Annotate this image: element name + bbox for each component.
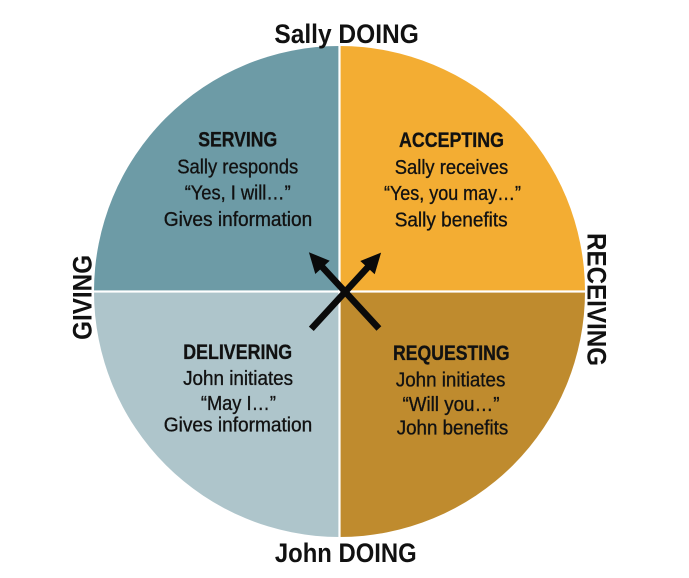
svg-text:Gives information: Gives information [164, 209, 313, 231]
svg-text:John DOING: John DOING [275, 538, 417, 568]
svg-text:John initiates: John initiates [396, 370, 506, 392]
svg-text:“Yes, I will…”: “Yes, I will…” [185, 183, 291, 205]
svg-text:“Will you…”: “Will you…” [403, 394, 500, 416]
svg-text:RECEIVING: RECEIVING [582, 233, 612, 366]
svg-text:SERVING: SERVING [198, 128, 277, 151]
svg-text:John benefits: John benefits [397, 418, 509, 440]
svg-text:Gives information: Gives information [164, 415, 313, 437]
svg-text:John initiates: John initiates [183, 368, 293, 390]
svg-text:Sally responds: Sally responds [177, 156, 298, 178]
svg-text:Sally DOING: Sally DOING [274, 19, 419, 49]
svg-text:ACCEPTING: ACCEPTING [399, 129, 504, 152]
svg-text:GIVING: GIVING [67, 255, 97, 340]
svg-text:Sally benefits: Sally benefits [395, 209, 508, 231]
svg-text:“Yes, you may…”: “Yes, you may…” [384, 183, 521, 205]
svg-text:“May I…”: “May I…” [201, 393, 276, 415]
svg-text:REQUESTING: REQUESTING [393, 342, 510, 365]
svg-text:Sally receives: Sally receives [395, 157, 509, 179]
svg-text:DELIVERING: DELIVERING [183, 341, 292, 364]
